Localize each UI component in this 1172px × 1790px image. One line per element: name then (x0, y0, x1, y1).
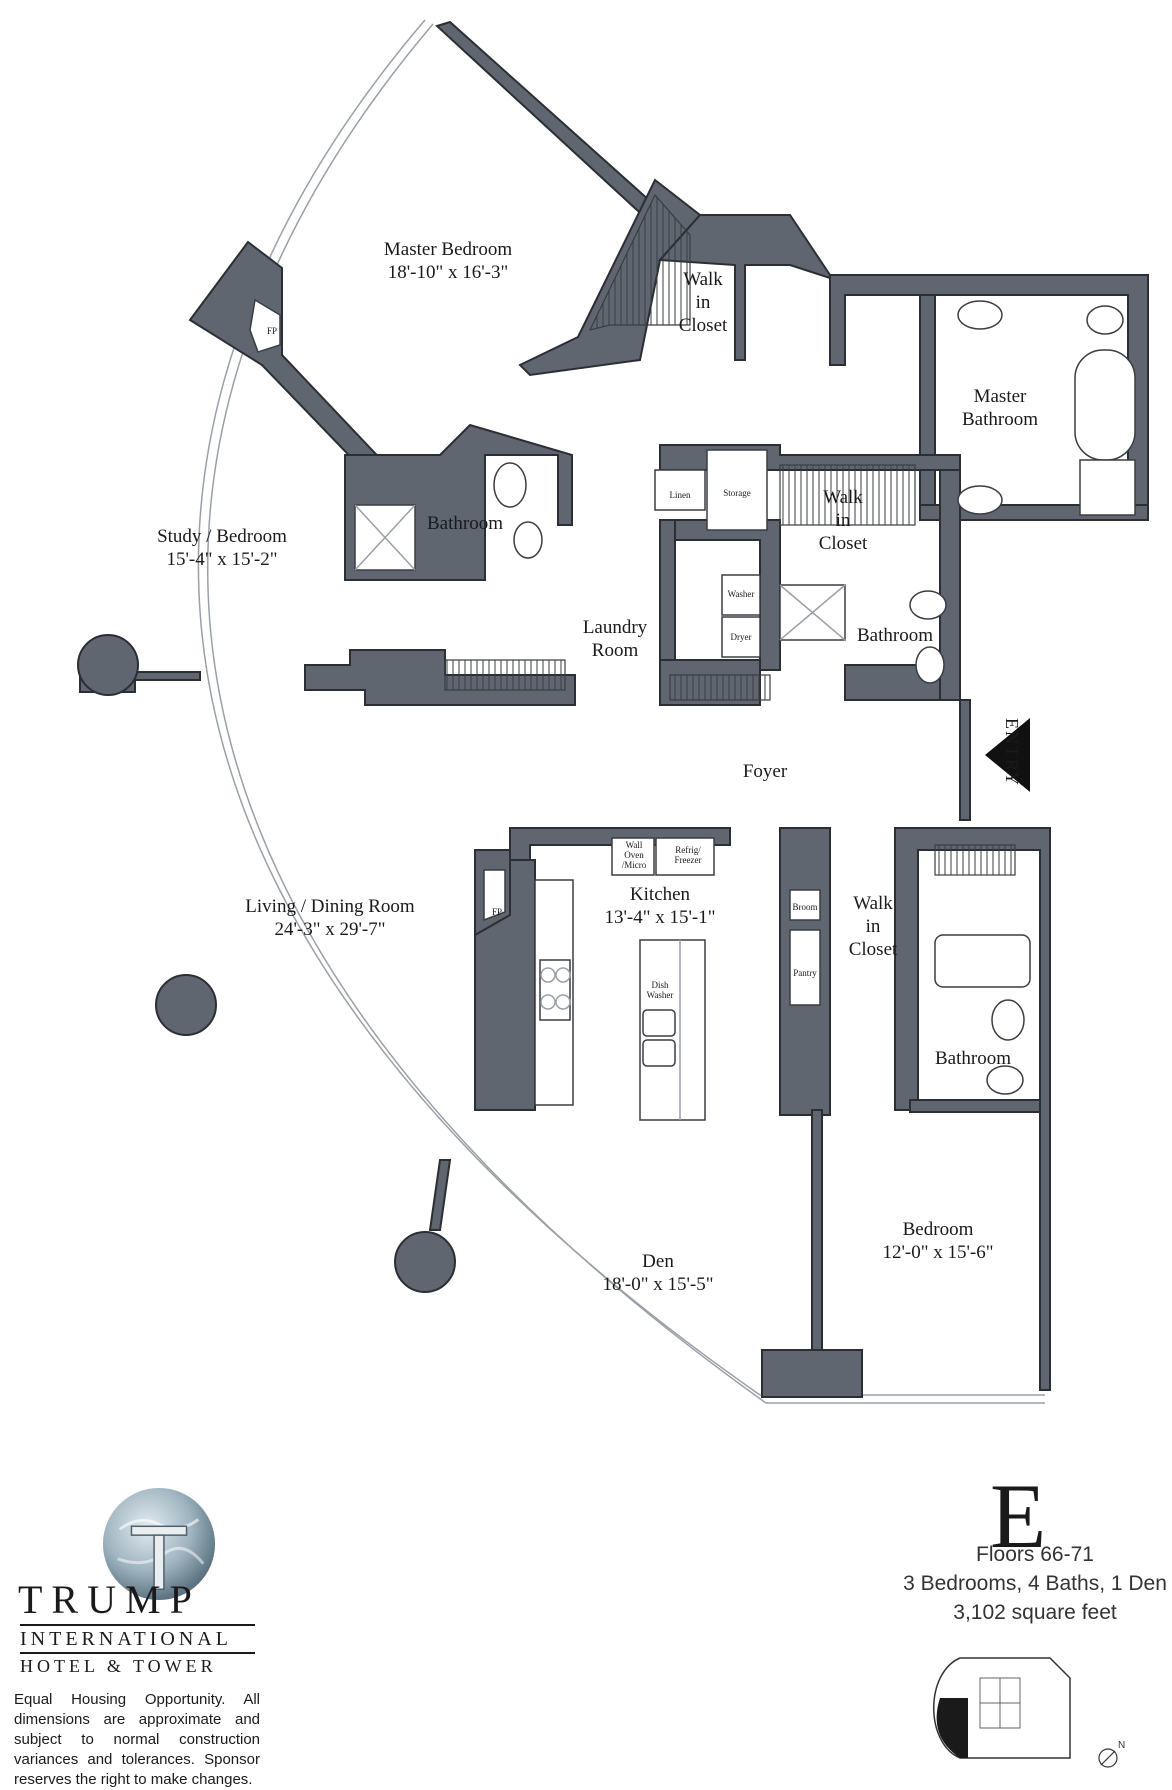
room-dimensions: 13'-4" x 15'-1" (604, 907, 716, 928)
room-study-bedroom: Study / Bedroom 15'-4" x 15'-2" (157, 525, 287, 571)
unit-floors: Floors 66-71 (976, 1543, 1094, 1566)
room-dimensions: 15'-4" x 15'-2" (166, 549, 278, 570)
compass-icon (1098, 1748, 1118, 1768)
room-name: Bedroom (902, 1219, 974, 1240)
kitchen-fixtures (534, 837, 821, 1121)
walls (79, 20, 1149, 1398)
room-name: Den (642, 1251, 674, 1272)
room-den: Den 18'-0" x 15'-5" (602, 1250, 713, 1296)
room-foyer: Foyer (742, 761, 788, 782)
laundry-storage (654, 449, 768, 658)
brand-subtitle: INTERNATIONAL (20, 1628, 232, 1650)
closets (444, 193, 1016, 876)
room-bathroom-study: Bathroom (427, 513, 503, 534)
columns (77, 634, 456, 1293)
bath-fixtures (354, 300, 1136, 1095)
fixture-linen: Linen (669, 490, 691, 500)
floor-plan (77, 19, 1149, 1404)
room-dimensions: 18'-10" x 16'-3" (387, 262, 509, 283)
room-master-bathroom: Master Bathroom (962, 386, 1038, 430)
room-bathroom-hall: Bathroom (857, 625, 933, 646)
room-name: Study / Bedroom (157, 526, 287, 547)
entry-arrow-icon (985, 718, 1030, 792)
unit-info: Floors 66-71 3 Bedrooms, 4 Baths, 1 Den … (875, 1540, 1172, 1627)
globe-icon (102, 1487, 216, 1601)
brand-divider (20, 1624, 255, 1626)
fixture-washer: Washer (727, 589, 755, 599)
brand-logo (18, 1485, 268, 1601)
room-kitchen: Kitchen 13'-4" x 15'-1" (604, 883, 715, 929)
room-walk-in-closet-hall: Walk in Closet (818, 487, 868, 554)
unit-area: 3,102 square feet (953, 1601, 1117, 1624)
compass-label: N (1118, 1740, 1125, 1751)
room-dimensions: 12'-0" x 15'-6" (882, 1242, 994, 1263)
fixture-storage: Storage (723, 488, 751, 498)
fixture-refrigerator: Refrig/ Freezer (674, 845, 702, 865)
room-walk-in-closet-master: Walk in Closet (678, 269, 728, 336)
key-plan: N (933, 1657, 1125, 1768)
fireplaces (249, 298, 511, 937)
brand-name: TRUMP (18, 1577, 201, 1622)
fixture-fireplace-living: FP (491, 907, 503, 917)
room-walk-in-closet-bedroom: Walk in Closet (848, 893, 898, 960)
room-bathroom-bedroom: Bathroom (935, 1048, 1011, 1069)
unit-letter: E (990, 1465, 1047, 1567)
fixture-dishwasher: Dish Washer (646, 980, 674, 1000)
fixture-broom: Broom (792, 902, 818, 912)
room-living-dining: Living / Dining Room 24'-3" x 29'-7" (245, 895, 414, 941)
room-bedroom: Bedroom 12'-0" x 15'-6" (882, 1218, 993, 1264)
room-dimensions: 18'-0" x 15'-5" (602, 1274, 714, 1295)
room-dimensions: 24'-3" x 29'-7" (274, 919, 386, 940)
brand-divider (20, 1652, 255, 1654)
curved-window-wall (197, 19, 1045, 1404)
unit-rooms: 3 Bedrooms, 4 Baths, 1 Den (903, 1572, 1167, 1595)
legal-disclaimer: Equal Housing Opportunity. All dimension… (14, 1691, 260, 1788)
fixture-pantry: Pantry (793, 968, 817, 978)
fixture-fireplace-master: FP (266, 326, 278, 336)
room-name: Living / Dining Room (245, 896, 415, 917)
room-laundry: Laundry Room (582, 617, 648, 661)
room-master-bedroom: Master Bedroom 18'-10" x 16'-3" (384, 238, 512, 284)
fixture-wall-oven: Wall Oven /Micro (621, 840, 647, 870)
entry-label: ENTRY (1002, 718, 1022, 788)
brand-tagline: HOTEL & TOWER (20, 1656, 217, 1676)
room-name: Master Bedroom (383, 239, 513, 260)
fixture-dryer: Dryer (730, 632, 752, 642)
room-name: Kitchen (629, 884, 691, 905)
